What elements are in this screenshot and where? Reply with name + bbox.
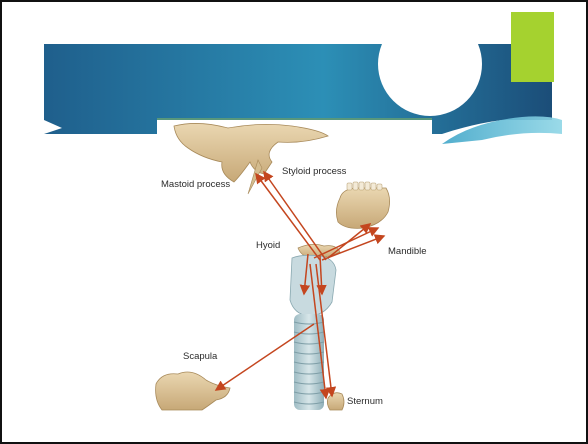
sternum-shape [327,393,344,410]
trachea-shape [294,314,324,410]
label-hyoid: Hyoid [256,240,280,251]
label-mastoid-process: Mastoid process [161,179,230,190]
scapula-shape [156,372,230,410]
label-mandible: Mandible [388,246,427,257]
label-sternum: Sternum [347,396,383,407]
label-styloid-process: Styloid process [282,166,347,177]
arrow-to-mandible-3 [328,224,370,258]
label-scapula: Scapula [183,351,218,362]
mandible-shape [336,188,389,228]
